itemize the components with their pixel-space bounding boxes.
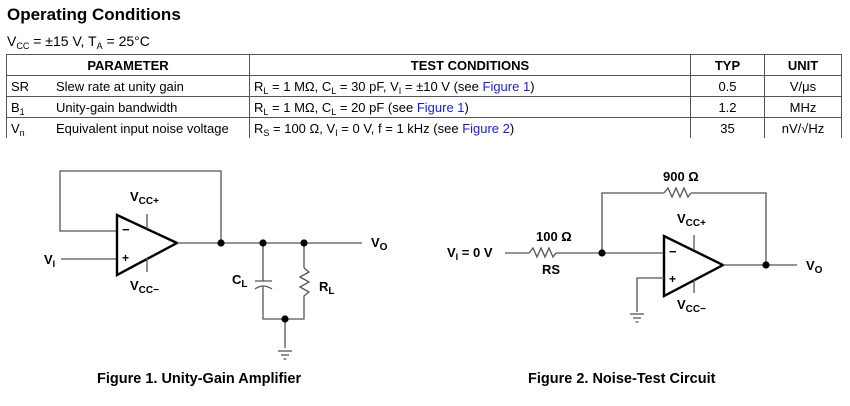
figure-1-caption: Figure 1. Unity-Gain Amplifier (97, 371, 302, 387)
figure-1-nodes (217, 239, 308, 323)
opamp-minus-sign: − (122, 222, 130, 237)
param-description: Equivalent input noise voltage (52, 117, 250, 138)
operating-conditions-subtitle: VCC = ±15 V, TA = 25°C (7, 33, 150, 51)
param-symbol: B1 (6, 96, 52, 118)
page-title: Operating Conditions (7, 5, 181, 24)
param-description: Unity-gain bandwidth (52, 96, 250, 118)
noninverting-ground-wire (636, 277, 664, 312)
typ-value: 1.2 (690, 96, 765, 118)
feedback-right-wire (691, 192, 767, 265)
rf-value-label: 900 Ω (663, 169, 699, 184)
vo-label: VO (371, 235, 388, 253)
feedback-wire (59, 170, 222, 243)
unit-value: nV/√Hz (764, 117, 842, 138)
rl-label: RL (319, 279, 335, 297)
rs-name-label: RS (542, 262, 560, 277)
opamp-minus-sign: − (669, 244, 677, 259)
param-symbol: Vn (6, 117, 52, 138)
typ-value: 0.5 (690, 75, 765, 97)
figure-2-noise-test-circuit (505, 186, 797, 323)
test-conditions: RS = 100 Ω, VI = 0 V, f = 1 kHz (see Fig… (249, 117, 691, 138)
junction-dot (281, 315, 289, 323)
unit-value: MHz (764, 96, 842, 118)
figure-2-link[interactable]: Figure 2 (462, 120, 510, 136)
figure-2-nodes (598, 249, 770, 269)
feedback-left-wire (601, 192, 664, 253)
cl-label: CL (232, 272, 248, 290)
opamp-plus-sign: + (669, 272, 676, 286)
feedback-resistor-zigzag (663, 186, 692, 199)
load-resistor-zigzag (298, 267, 311, 299)
header-typ: TYP (690, 54, 765, 76)
test-conditions: RL = 1 MΩ, CL = 20 pF (see Figure 1) (249, 96, 691, 118)
param-symbol: SR (6, 75, 52, 97)
vo-label: VO (806, 258, 823, 276)
typ-value: 35 (690, 117, 765, 138)
unit-value: V/μs (764, 75, 842, 97)
table-row: Vn Equivalent input noise voltage RS = 1… (6, 117, 842, 138)
figure-1-labels: − + VI VCC+ VCC− CL RL VO (44, 189, 388, 297)
param-description: Slew rate at unity gain (52, 75, 250, 97)
header-unit: UNIT (764, 54, 842, 76)
rs-value-label: 100 Ω (536, 229, 572, 244)
vi-label: VI = 0 V (447, 245, 493, 262)
table-header-row: PARAMETER TEST CONDITIONS TYP UNIT (6, 54, 842, 76)
junction-dot (259, 239, 267, 247)
figure-1-link[interactable]: Figure 1 (416, 99, 465, 115)
figure-1-unity-gain-amplifier (59, 170, 362, 360)
junction-dot (217, 239, 225, 247)
vi-label: VI (44, 252, 55, 269)
header-test-conditions: TEST CONDITIONS (249, 54, 691, 76)
vcc-plus-label: VCC+ (677, 211, 706, 229)
junction-dot (300, 239, 308, 247)
table-row: SR Slew rate at unity gain RL = 1 MΩ, CL… (6, 75, 842, 97)
circuit-diagrams: − + VI VCC+ VCC− CL RL VO − + VI (44, 169, 823, 360)
opamp-plus-sign: + (122, 251, 129, 265)
vcc-plus-label: VCC+ (130, 189, 159, 207)
capacitor-lower-wire (262, 286, 305, 320)
vcc-minus-label: VCC− (130, 278, 159, 296)
junction-dot (762, 261, 770, 269)
operating-conditions-table: PARAMETER TEST CONDITIONS TYP UNIT SR Sl… (6, 54, 842, 138)
figure-1-link[interactable]: Figure 1 (482, 78, 531, 94)
junction-dot (598, 249, 606, 257)
test-conditions: RL = 1 MΩ, CL = 30 pF, VI = ±10 V (see F… (249, 75, 691, 97)
rs-resistor-zigzag (528, 246, 557, 259)
figure-2-labels: − + VI = 0 V 100 Ω RS 900 Ω VCC+ VCC− VO (447, 169, 823, 315)
figure-2-caption: Figure 2. Noise-Test Circuit (528, 371, 716, 387)
vcc-minus-label: VCC− (677, 297, 706, 315)
table-row: B1 Unity-gain bandwidth RL = 1 MΩ, CL = … (6, 96, 842, 118)
header-parameter: PARAMETER (6, 54, 250, 76)
